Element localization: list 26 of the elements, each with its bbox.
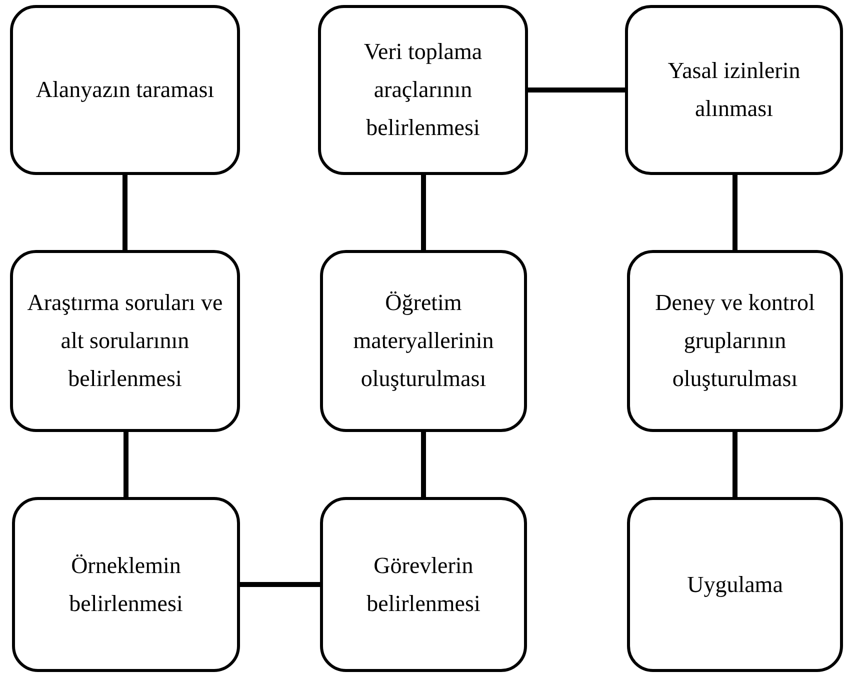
process-box	[10, 5, 240, 175]
step-text: Yasal izinlerin alınması	[666, 57, 802, 123]
step-text: Görevlerin belirlenmesi	[366, 552, 482, 618]
process-box	[318, 5, 528, 175]
step-text: Deney ve kontrol gruplarının oluşturulması	[654, 289, 816, 393]
connector-line	[124, 432, 128, 497]
connector-line	[122, 175, 128, 250]
step-text: Örneklemin belirlenmesi	[68, 552, 184, 618]
connector-line	[732, 175, 738, 250]
connector-line	[528, 88, 625, 92]
step-text: Veri toplama araçlarının belirlenmesi	[362, 38, 484, 142]
process-box	[320, 497, 527, 672]
process-box	[627, 497, 843, 672]
step-text: Öğretim materyallerinin oluşturulması	[352, 289, 495, 393]
connector-line	[240, 582, 320, 587]
process-box	[10, 250, 240, 432]
process-box	[320, 250, 527, 432]
connector-line	[421, 432, 426, 497]
process-box	[12, 497, 240, 672]
connector-line	[732, 432, 738, 497]
process-box	[625, 5, 843, 175]
step-text: Alanyazın taraması	[36, 76, 214, 104]
connector-line	[421, 175, 426, 250]
process-box	[627, 250, 843, 432]
step-text: Araştırma soruları ve alt sorularının belirlenmesi	[26, 289, 224, 393]
step-text: Uygulama	[687, 570, 783, 599]
